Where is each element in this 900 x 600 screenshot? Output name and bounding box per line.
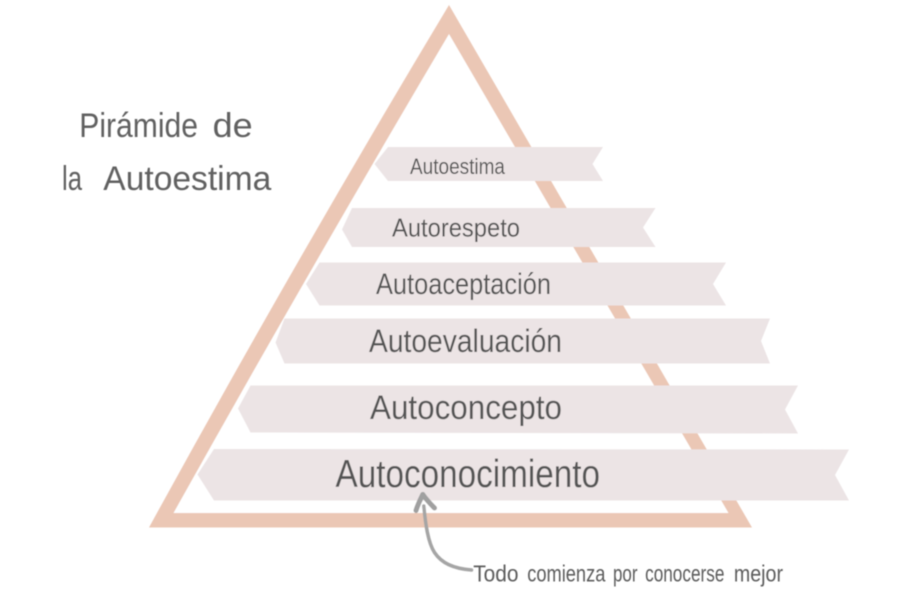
- svg-text:mejor: mejor: [734, 561, 783, 587]
- svg-text:Autoestima: Autoestima: [410, 154, 505, 179]
- svg-text:de: de: [213, 107, 253, 145]
- svg-text:la: la: [62, 160, 82, 198]
- svg-text:Autorespeto: Autorespeto: [392, 213, 520, 243]
- svg-text:Todo: Todo: [473, 561, 518, 587]
- svg-text:Autoestima: Autoestima: [103, 160, 271, 198]
- svg-text:por: por: [613, 561, 638, 587]
- svg-text:Autoevaluación: Autoevaluación: [369, 323, 562, 359]
- svg-text:comienza: comienza: [527, 561, 606, 587]
- svg-text:Pirámide: Pirámide: [79, 107, 198, 145]
- svg-text:conocerse: conocerse: [645, 561, 724, 587]
- svg-text:Autoaceptación: Autoaceptación: [376, 268, 551, 301]
- svg-text:Autoconcepto: Autoconcepto: [370, 389, 562, 427]
- svg-text:Autoconocimiento: Autoconocimiento: [336, 453, 601, 496]
